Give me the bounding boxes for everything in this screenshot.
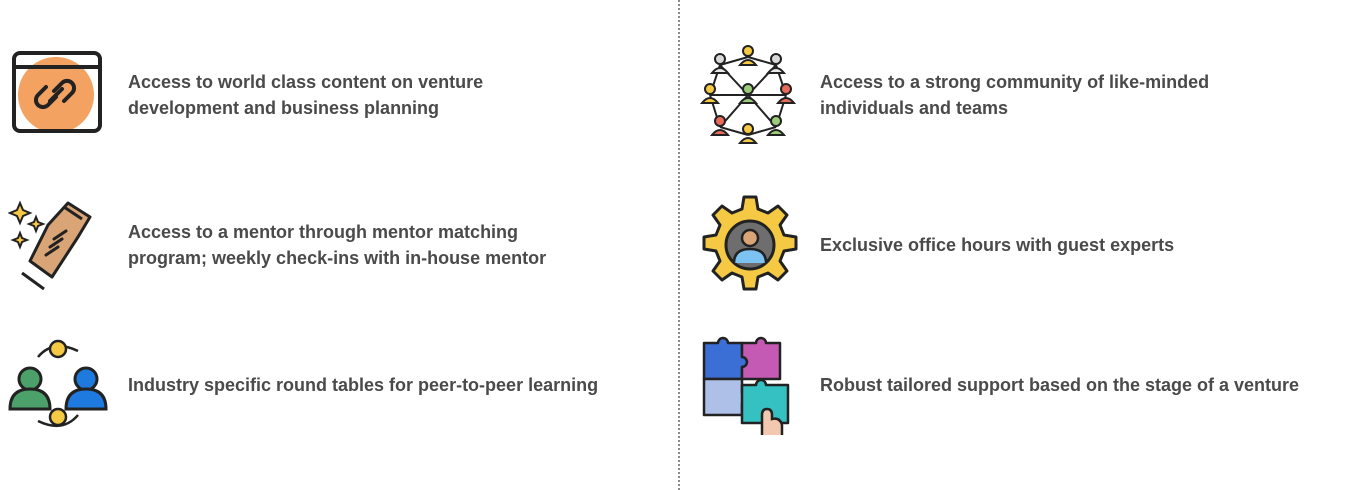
feature-community: Access to a strong community of like-min… xyxy=(700,45,1209,145)
feature-text: Robust tailored support based on the sta… xyxy=(820,375,1300,395)
feature-text: Industry specific round tables for peer-… xyxy=(128,375,599,395)
handshake-sparkle-icon xyxy=(8,195,108,295)
feature-office-hours: Exclusive office hours with guest expert… xyxy=(700,195,1174,295)
column-divider xyxy=(678,0,680,490)
feature-text: Access to a mentor through mentor matchi… xyxy=(128,222,547,268)
feature-content-access: Access to world class content on venture… xyxy=(8,45,483,145)
feature-mentor: Access to a mentor through mentor matchi… xyxy=(8,195,546,295)
feature-text: Exclusive office hours with guest expert… xyxy=(820,235,1175,255)
link-window-icon xyxy=(8,45,108,145)
feature-tailored-support: Robust tailored support based on the sta… xyxy=(700,335,1299,435)
community-network-icon xyxy=(700,45,800,145)
feature-text: Access to world class content on venture… xyxy=(128,72,484,118)
puzzle-hand-icon xyxy=(700,335,800,435)
feature-text: Access to a strong community of like-min… xyxy=(820,72,1210,118)
expert-gear-icon xyxy=(700,195,800,295)
peer-exchange-icon xyxy=(8,335,108,435)
feature-round-tables: Industry specific round tables for peer-… xyxy=(8,335,598,435)
